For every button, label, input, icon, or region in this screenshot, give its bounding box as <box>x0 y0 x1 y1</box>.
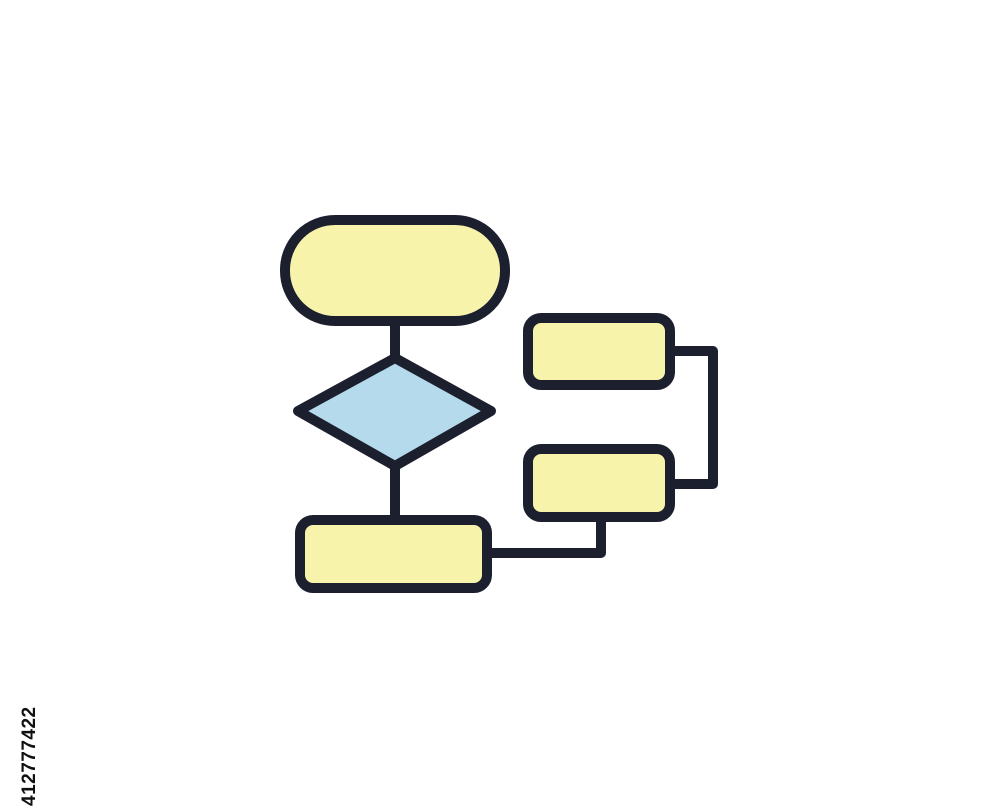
flowchart-process-box-right-top <box>523 313 675 390</box>
flowchart-process-box-bottom <box>295 515 492 593</box>
stock-id-label: 412777422 <box>19 580 40 810</box>
flowchart-terminal-shape <box>280 215 510 326</box>
flowchart-decision-diamond <box>293 353 496 471</box>
flowchart-process-box-right-bottom <box>523 444 675 522</box>
stock-id-text: 412777422 <box>19 706 40 806</box>
connector-right-boxes-bracket <box>665 346 718 489</box>
connector-process-to-right-box <box>482 514 606 558</box>
